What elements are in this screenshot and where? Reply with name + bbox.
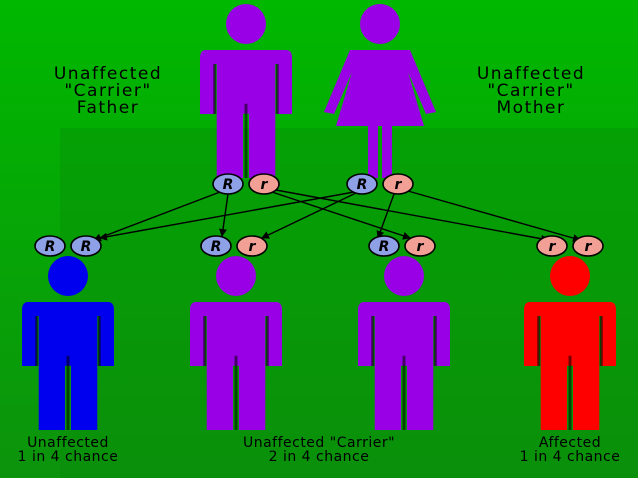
father-figure: [200, 4, 292, 178]
child-figure-carrier: [190, 256, 282, 430]
father-allele: r: [248, 173, 280, 195]
allele-shape: [346, 173, 378, 195]
mother-label-line: Mother: [496, 98, 566, 118]
mother-allele: R: [346, 173, 378, 195]
father-label-line: Father: [76, 98, 140, 118]
allele-shape: [200, 235, 232, 257]
outcome-label-line: Affected: [538, 435, 602, 451]
unaffected-outcome-label: Unaffected 1 in 4 chance: [0, 436, 136, 464]
mother-label-line: "Carrier": [487, 81, 575, 101]
child-allele: R: [34, 235, 66, 257]
inheritance-arrows: [93, 189, 581, 243]
outcome-label-line: Unaffected "Carrier": [242, 435, 396, 451]
allele-letter: r: [395, 177, 403, 193]
outcome-chance: 1 in 4 chance: [519, 449, 621, 465]
head: [226, 4, 266, 44]
allele-shape: [212, 173, 244, 195]
head: [48, 256, 88, 296]
body: [200, 50, 292, 178]
father-allele: R: [212, 173, 244, 195]
allele-letter: r: [585, 239, 593, 255]
allele-shape: [404, 235, 436, 257]
allele-letter: r: [417, 239, 425, 255]
body: [324, 50, 436, 178]
child-allele: r: [572, 235, 604, 257]
body: [358, 302, 450, 430]
allele-letter: r: [249, 239, 257, 255]
father-label-line: "Carrier": [64, 81, 152, 101]
carrier-outcome-label: Unaffected "Carrier" 2 in 4 chance: [214, 436, 424, 464]
head: [550, 256, 590, 296]
mother-label: Unaffected "Carrier" Mother: [453, 66, 609, 117]
child-figure-affected: [524, 256, 616, 430]
allele-letter: R: [223, 177, 234, 193]
child-allele: R: [200, 235, 232, 257]
mother-figure: [324, 4, 436, 178]
inheritance-arrow: [271, 191, 411, 240]
child-allele: r: [536, 235, 568, 257]
inheritance-arrow: [376, 193, 395, 239]
allele-letter: R: [81, 239, 92, 255]
body: [22, 302, 114, 430]
outcome-label-line: Unaffected: [27, 435, 109, 451]
allele-shape: [248, 173, 280, 195]
allele-letter: R: [379, 239, 390, 255]
body: [190, 302, 282, 430]
allele-shape: [70, 235, 102, 257]
inheritance-arrow: [407, 190, 581, 242]
father-label: Unaffected "Carrier" Father: [30, 66, 186, 117]
child-figure-unaffected: [22, 256, 114, 430]
allele-letter: r: [261, 177, 269, 193]
outcome-chance: 1 in 4 chance: [17, 449, 119, 465]
allele-letter: R: [45, 239, 56, 255]
child-figure-carrier: [358, 256, 450, 430]
allele-shape: [572, 235, 604, 257]
head: [360, 4, 400, 44]
inheritance-arrow: [261, 192, 357, 239]
body: [524, 302, 616, 430]
outcome-chance: 2 in 4 chance: [268, 449, 370, 465]
child-allele: r: [236, 235, 268, 257]
allele-letter: R: [357, 177, 368, 193]
head: [216, 256, 256, 296]
allele-letter: r: [549, 239, 557, 255]
inheritance-arrow: [99, 191, 355, 241]
figures: [22, 4, 616, 430]
allele-shape: [382, 173, 414, 195]
child-allele: R: [368, 235, 400, 257]
allele-shape: [236, 235, 268, 257]
mother-allele: r: [382, 173, 414, 195]
head: [384, 256, 424, 296]
inheritance-arrow: [93, 191, 221, 242]
allele-shape: [368, 235, 400, 257]
allele-shape: [34, 235, 66, 257]
child-allele: r: [404, 235, 436, 257]
mother-label-line: Unaffected: [476, 64, 586, 84]
affected-outcome-label: Affected 1 in 4 chance: [502, 436, 638, 464]
allele-shape: [536, 235, 568, 257]
allele-letter: R: [211, 239, 222, 255]
father-label-line: Unaffected: [53, 64, 163, 84]
child-allele: R: [70, 235, 102, 257]
